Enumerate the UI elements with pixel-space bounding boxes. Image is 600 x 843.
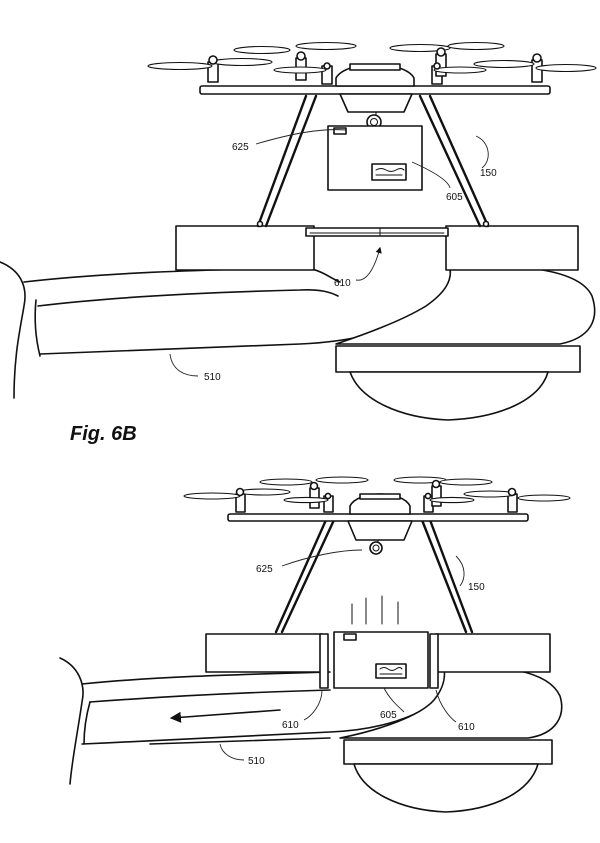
dome-bottom	[353, 763, 539, 813]
door-left-open	[319, 633, 329, 689]
strut-right-top	[418, 94, 482, 228]
bottom-drawing: 625 150 610 605 610 510	[59, 476, 571, 813]
rotors-bottom	[183, 476, 571, 513]
ref-510-top: 510	[204, 372, 221, 383]
drone-top	[147, 41, 597, 130]
landing-platform-right-top	[445, 225, 579, 271]
belt-direction-arrow	[169, 709, 281, 723]
ref-510-bottom: 510	[248, 756, 265, 767]
ref-605-bottom: 605	[380, 710, 397, 721]
strut-left-bottom	[274, 518, 328, 634]
rotors-top	[147, 41, 597, 85]
dome-base-bottom	[343, 739, 553, 765]
figure-label: Fig. 6B	[70, 423, 137, 445]
ref-610-right-bottom: 610	[458, 722, 475, 733]
strut-left-top	[256, 94, 308, 228]
package-top	[327, 125, 423, 191]
dome-top	[349, 371, 549, 421]
ref-625-top: 625	[232, 142, 249, 153]
ref-610-top: 610	[334, 278, 351, 289]
landing-door-top	[305, 227, 449, 237]
ref-150-top: 150	[480, 168, 497, 179]
landing-platform-left-bottom	[205, 633, 323, 673]
dome-base-top	[335, 345, 581, 373]
top-drawing: 625 150 605 610 510	[0, 41, 597, 421]
strut-right-bottom	[420, 518, 468, 634]
ref-610-left-bottom: 610	[282, 720, 299, 731]
ref-625-bottom: 625	[256, 564, 273, 575]
winch-hook-bottom	[369, 541, 383, 555]
door-right-open	[429, 633, 439, 689]
roller-housing-top	[335, 265, 596, 345]
package-bottom	[333, 631, 429, 689]
landing-platform-left-top	[175, 225, 315, 271]
ref-605-top: 605	[446, 192, 463, 203]
ref-150-bottom: 150	[468, 582, 485, 593]
drone-bottom	[183, 476, 571, 555]
roller-housing-bottom	[339, 666, 563, 739]
landing-platform-right-bottom	[435, 633, 551, 673]
